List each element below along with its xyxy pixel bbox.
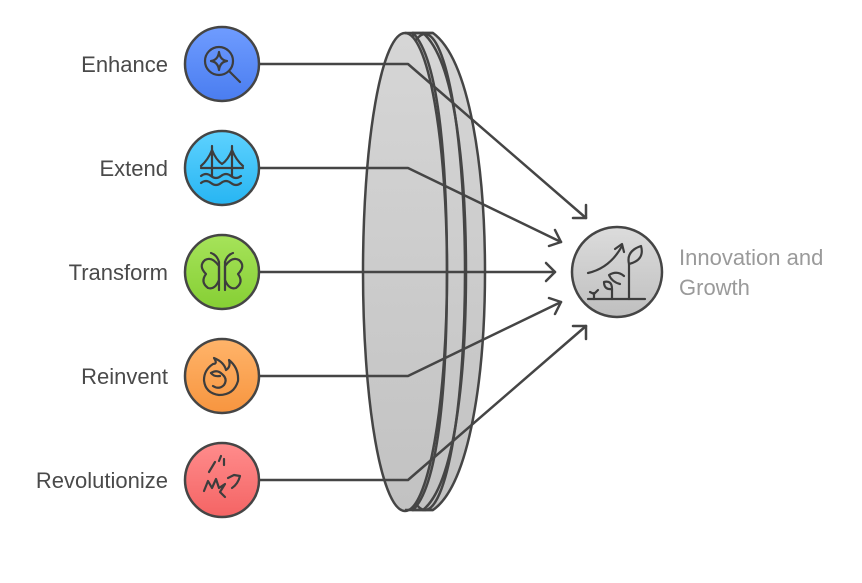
connector-reinvent bbox=[257, 300, 563, 378]
input-label-enhance: Enhance bbox=[81, 52, 168, 77]
magnifier-sparkle-icon bbox=[203, 45, 242, 84]
connector-enhance bbox=[257, 62, 588, 220]
input-node-reinvent[interactable]: Reinvent bbox=[81, 337, 261, 415]
input-circle-transform bbox=[183, 233, 261, 311]
input-label-revolutionize: Revolutionize bbox=[36, 468, 168, 493]
growth-plant-icon bbox=[586, 242, 647, 301]
explosion-icon bbox=[202, 454, 242, 499]
target-label-line2: Growth bbox=[679, 275, 750, 300]
arrowhead-reinvent bbox=[547, 296, 563, 316]
target-label-line1: Innovation and bbox=[679, 245, 823, 270]
arrowhead-transform bbox=[544, 261, 557, 283]
arrowhead-enhance bbox=[571, 203, 588, 220]
arrowhead-revolutionize bbox=[571, 324, 588, 341]
target-node[interactable]: Innovation and Growth bbox=[570, 225, 823, 319]
connectors bbox=[257, 62, 588, 482]
connector-revolutionize bbox=[257, 324, 588, 482]
input-node-transform[interactable]: Transform bbox=[69, 233, 261, 311]
input-circle-reinvent bbox=[183, 337, 261, 415]
firefox-icon bbox=[202, 356, 240, 397]
input-circle-revolutionize bbox=[183, 441, 261, 519]
input-label-extend: Extend bbox=[100, 156, 169, 181]
input-node-extend[interactable]: Extend bbox=[100, 129, 261, 207]
arrowhead-extend bbox=[547, 228, 563, 248]
butterfly-icon bbox=[200, 251, 244, 292]
input-node-enhance[interactable]: Enhance bbox=[81, 25, 261, 103]
bridge-icon bbox=[199, 144, 245, 187]
input-label-transform: Transform bbox=[69, 260, 168, 285]
input-label-reinvent: Reinvent bbox=[81, 364, 168, 389]
connector-extend bbox=[257, 166, 563, 244]
input-node-revolutionize[interactable]: Revolutionize bbox=[36, 441, 261, 519]
